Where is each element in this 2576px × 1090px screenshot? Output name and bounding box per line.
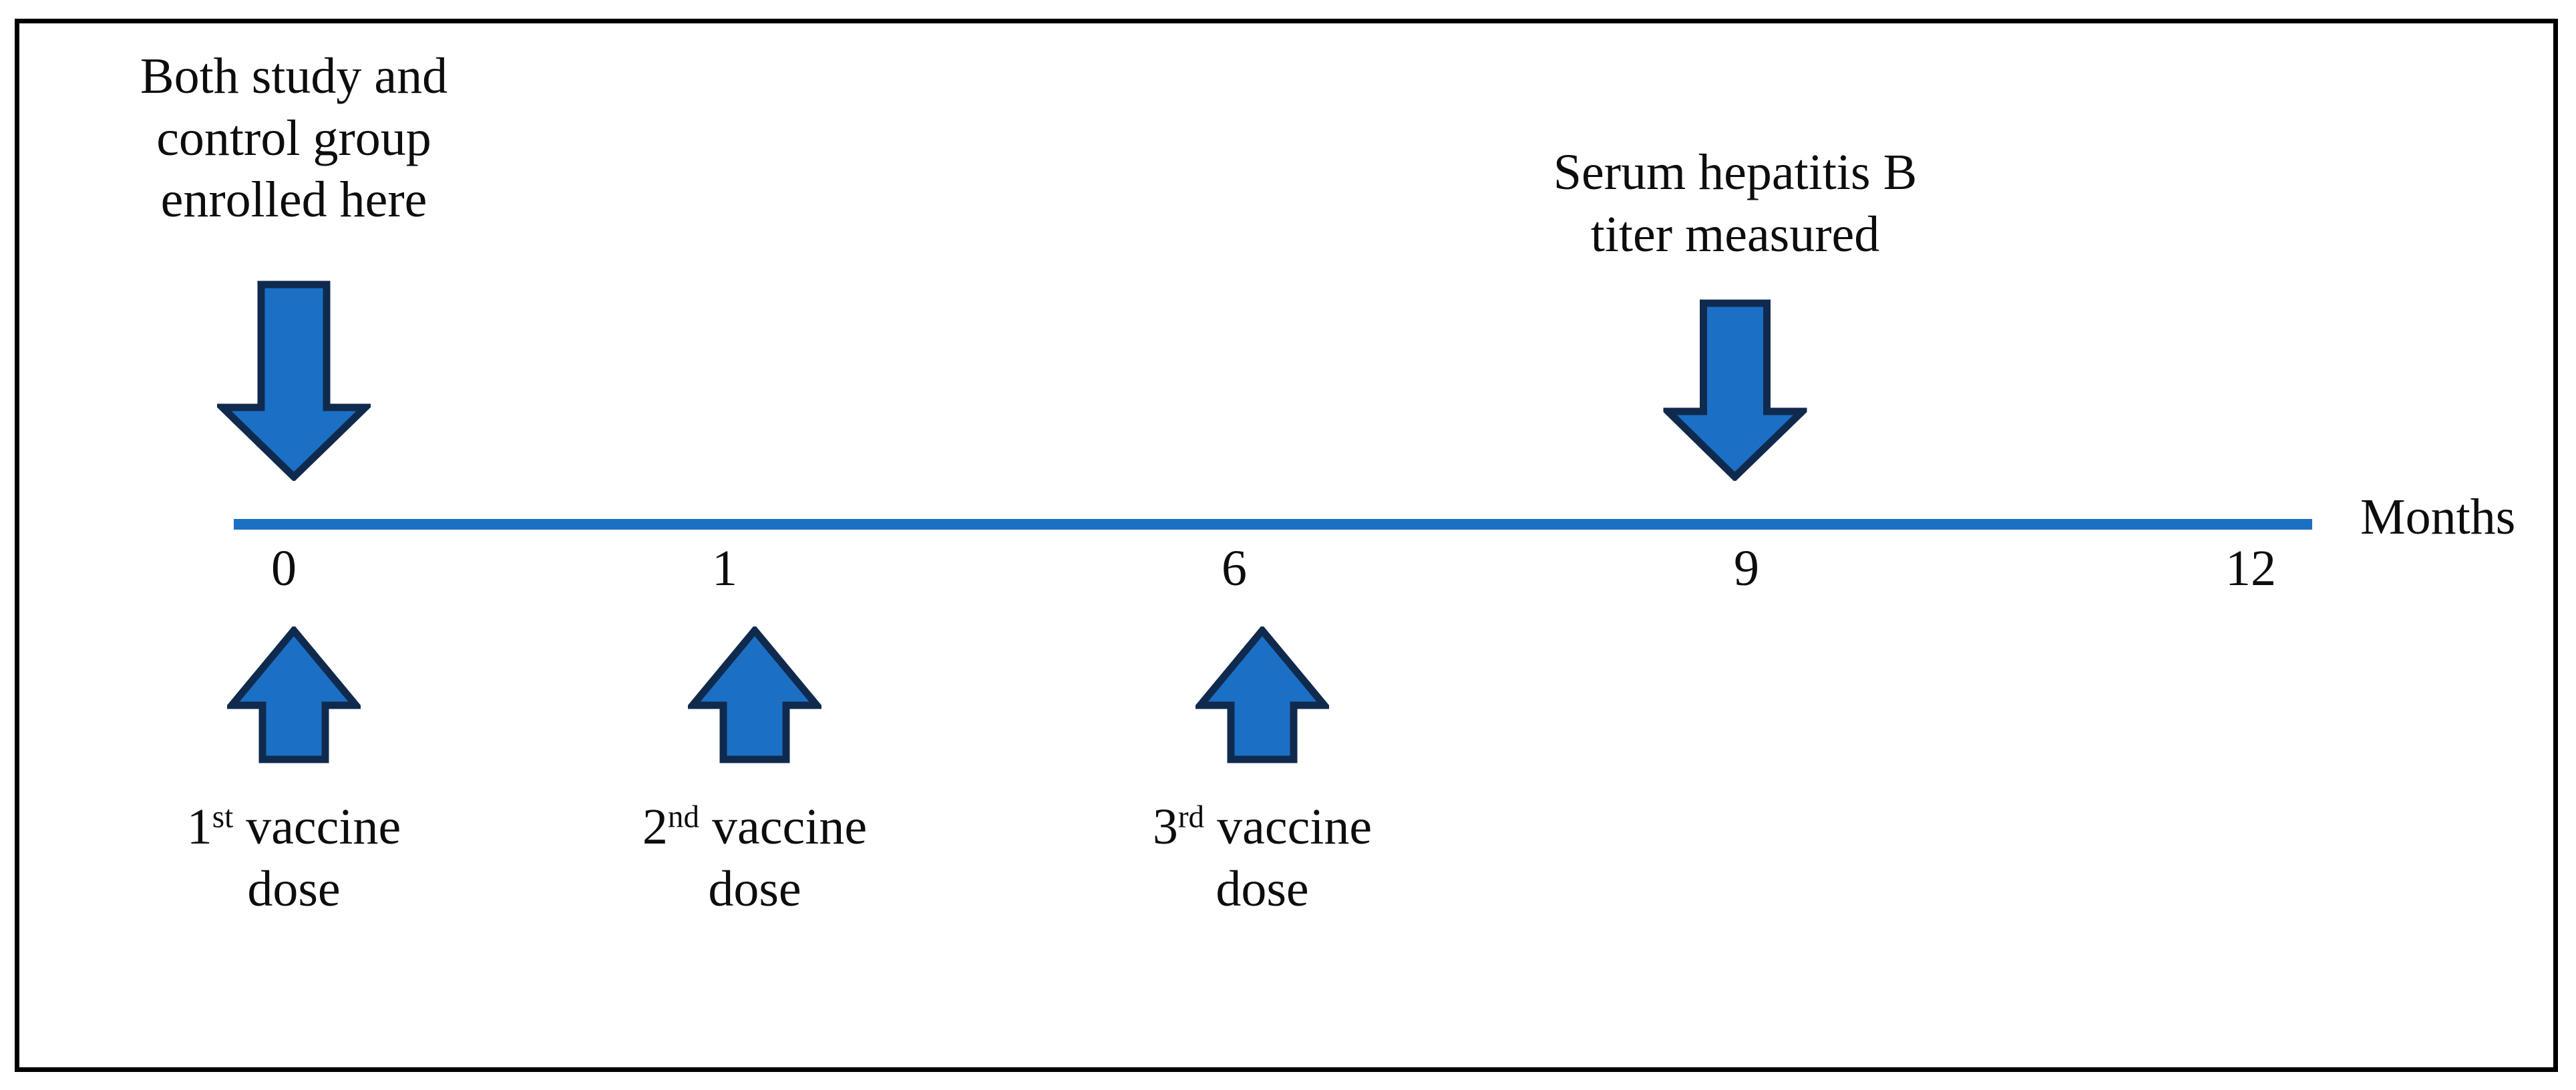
axis-unit-label: Months xyxy=(2360,489,2516,545)
up-arrow-icon-dose-3 xyxy=(1195,626,1329,763)
dose-1-line-1: 1st vaccine xyxy=(187,796,401,858)
dose-2-line-2: dose xyxy=(708,860,801,917)
dose-1-line-1-rest: vaccine xyxy=(233,799,401,855)
axis-tick-label-1: 1 xyxy=(712,540,737,596)
axis-tick-label-12: 12 xyxy=(2225,540,2276,596)
dose-1-ordinal-suffix: st xyxy=(212,799,234,835)
timeline-axis-line xyxy=(234,519,2312,530)
dose-3-line-1: 3rd vaccine xyxy=(1153,796,1372,858)
dose-1-number: 1 xyxy=(186,799,212,855)
up-arrow-icon-dose-1 xyxy=(227,626,361,763)
dose-2-line-1: 2nd vaccine xyxy=(642,796,867,858)
annotation-label-titer-measurement: Serum hepatitis B titer measured xyxy=(1553,144,1917,262)
dose-3-line-2: dose xyxy=(1216,860,1309,917)
dose-2-line-1-rest: vaccine xyxy=(699,799,868,855)
down-arrow-icon-enrollment xyxy=(217,281,371,481)
up-arrow-icon-dose-2 xyxy=(688,626,821,763)
axis-tick-label-6: 6 xyxy=(1222,540,1247,596)
annotation-label-dose-3: 3rd vaccine dose xyxy=(1153,796,1372,920)
dose-3-number: 3 xyxy=(1152,799,1178,855)
figure-border-frame xyxy=(15,19,2558,1072)
annotation-label-enrollment: Both study and control group enrolled he… xyxy=(140,48,448,228)
dose-2-ordinal-suffix: nd xyxy=(667,799,700,835)
axis-tick-label-0: 0 xyxy=(271,540,297,596)
annotation-label-dose-1: 1st vaccine dose xyxy=(187,796,401,920)
down-arrow-icon-titer-measurement xyxy=(1663,299,1807,481)
dose-3-line-1-rest: vaccine xyxy=(1204,799,1372,855)
dose-2-number: 2 xyxy=(642,799,668,855)
annotation-label-dose-2: 2nd vaccine dose xyxy=(642,796,867,920)
axis-tick-label-9: 9 xyxy=(1734,540,1759,596)
dose-1-line-2: dose xyxy=(247,860,341,917)
dose-3-ordinal-suffix: rd xyxy=(1177,799,1205,835)
